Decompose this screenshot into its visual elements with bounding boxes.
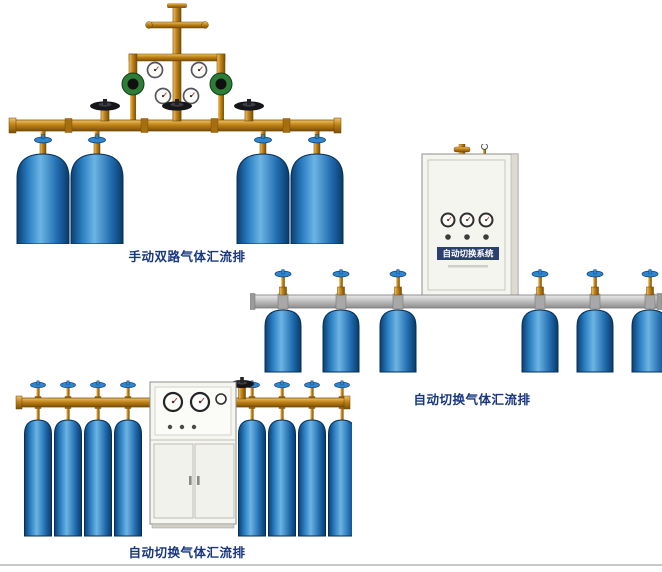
pressure-gauge [154, 87, 172, 105]
cabinet-label-plate [437, 247, 499, 260]
gas-cylinder [379, 309, 417, 373]
cylinder-valve [88, 134, 106, 155]
gas-cylinder [298, 419, 326, 537]
caption-auto-switch-floor: 自动切换气体汇流排 [128, 546, 246, 560]
gas-cylinder [84, 419, 112, 537]
cabinet-top-piping [453, 144, 488, 159]
cylinder-handwheel [30, 380, 46, 389]
indicator-button [179, 424, 185, 430]
cylinder-hanger-valve [332, 269, 350, 296]
cabinet-gauge [478, 212, 494, 228]
gas-cylinder [322, 309, 360, 373]
cabinet-gauge [189, 391, 211, 413]
cylinder-handwheel [304, 380, 320, 389]
header-piping [128, 3, 226, 121]
pipe-shutoff-valve [233, 98, 265, 122]
cabinet-door-left [153, 443, 194, 519]
gas-cylinder [328, 419, 352, 537]
right-pressure-regulator [209, 72, 233, 130]
cabinet-gauge [162, 391, 184, 413]
cylinder-drops [40, 131, 320, 141]
caption-manual-dual-manifold: 手动双路气体汇流排 [128, 250, 246, 264]
cabinet-knob [483, 234, 489, 240]
cabinet-label-text: 自动切换系统 [442, 249, 494, 259]
caption-auto-switch-wall: 自动切换气体汇流排 [413, 393, 531, 407]
cabinet-gauge-small [215, 393, 227, 405]
gas-cylinder [16, 153, 70, 244]
pressure-gauge [190, 61, 208, 79]
door-handle [189, 476, 192, 485]
cabinet-base [151, 523, 235, 529]
bottom-divider [0, 564, 662, 566]
cylinder-handwheel [120, 380, 136, 389]
cylinder-hanger-valve [274, 269, 292, 296]
gas-cylinder [114, 419, 142, 537]
cylinder-handwheel [60, 380, 76, 389]
cabinet-gauge [440, 212, 456, 228]
pressure-gauge [182, 87, 200, 105]
gas-cylinder [576, 309, 614, 373]
floor-cabinet [149, 381, 237, 529]
gas-cylinder [54, 419, 82, 537]
cylinder-valve [34, 134, 52, 155]
auto-switch-floor-manifold-illustration [15, 376, 352, 537]
cylinder-hanger-valve [389, 269, 407, 296]
cylinder-hanger-valve [641, 269, 659, 296]
cylinder-handwheel [334, 380, 350, 389]
cylinder-handwheel [90, 380, 106, 389]
cabinet-subtext-line [448, 265, 488, 268]
left-pressure-regulator [121, 72, 145, 130]
gas-cylinder [631, 309, 662, 373]
indicator-button [167, 424, 173, 430]
gas-cylinder [268, 419, 296, 537]
indicator-button [191, 424, 197, 430]
cylinder-handwheel [274, 380, 290, 389]
gas-cylinder [264, 309, 302, 373]
gas-cylinder [238, 419, 266, 537]
cylinder-hanger-valve [586, 269, 604, 296]
rail-brackets [277, 293, 656, 310]
cabinet-gauge [459, 212, 475, 228]
cylinder-hanger-valve [531, 269, 549, 296]
cabinet-knob [464, 234, 470, 240]
control-cabinet: 自动切换系统 [421, 153, 519, 297]
pressure-gauge [146, 61, 164, 79]
gas-cylinder [70, 153, 124, 244]
door-handle [197, 476, 200, 485]
gas-cylinder [521, 309, 559, 373]
auto-switch-wall-manifold-illustration: 自动切换系统 [250, 144, 662, 373]
cabinet-knob [445, 234, 451, 240]
pipe-shutoff-valve [89, 98, 121, 122]
gas-cylinder [24, 419, 52, 537]
cabinet-door-right [194, 443, 235, 519]
manual-dual-manifold-illustration [8, 3, 344, 244]
manifold-rail [250, 293, 662, 310]
